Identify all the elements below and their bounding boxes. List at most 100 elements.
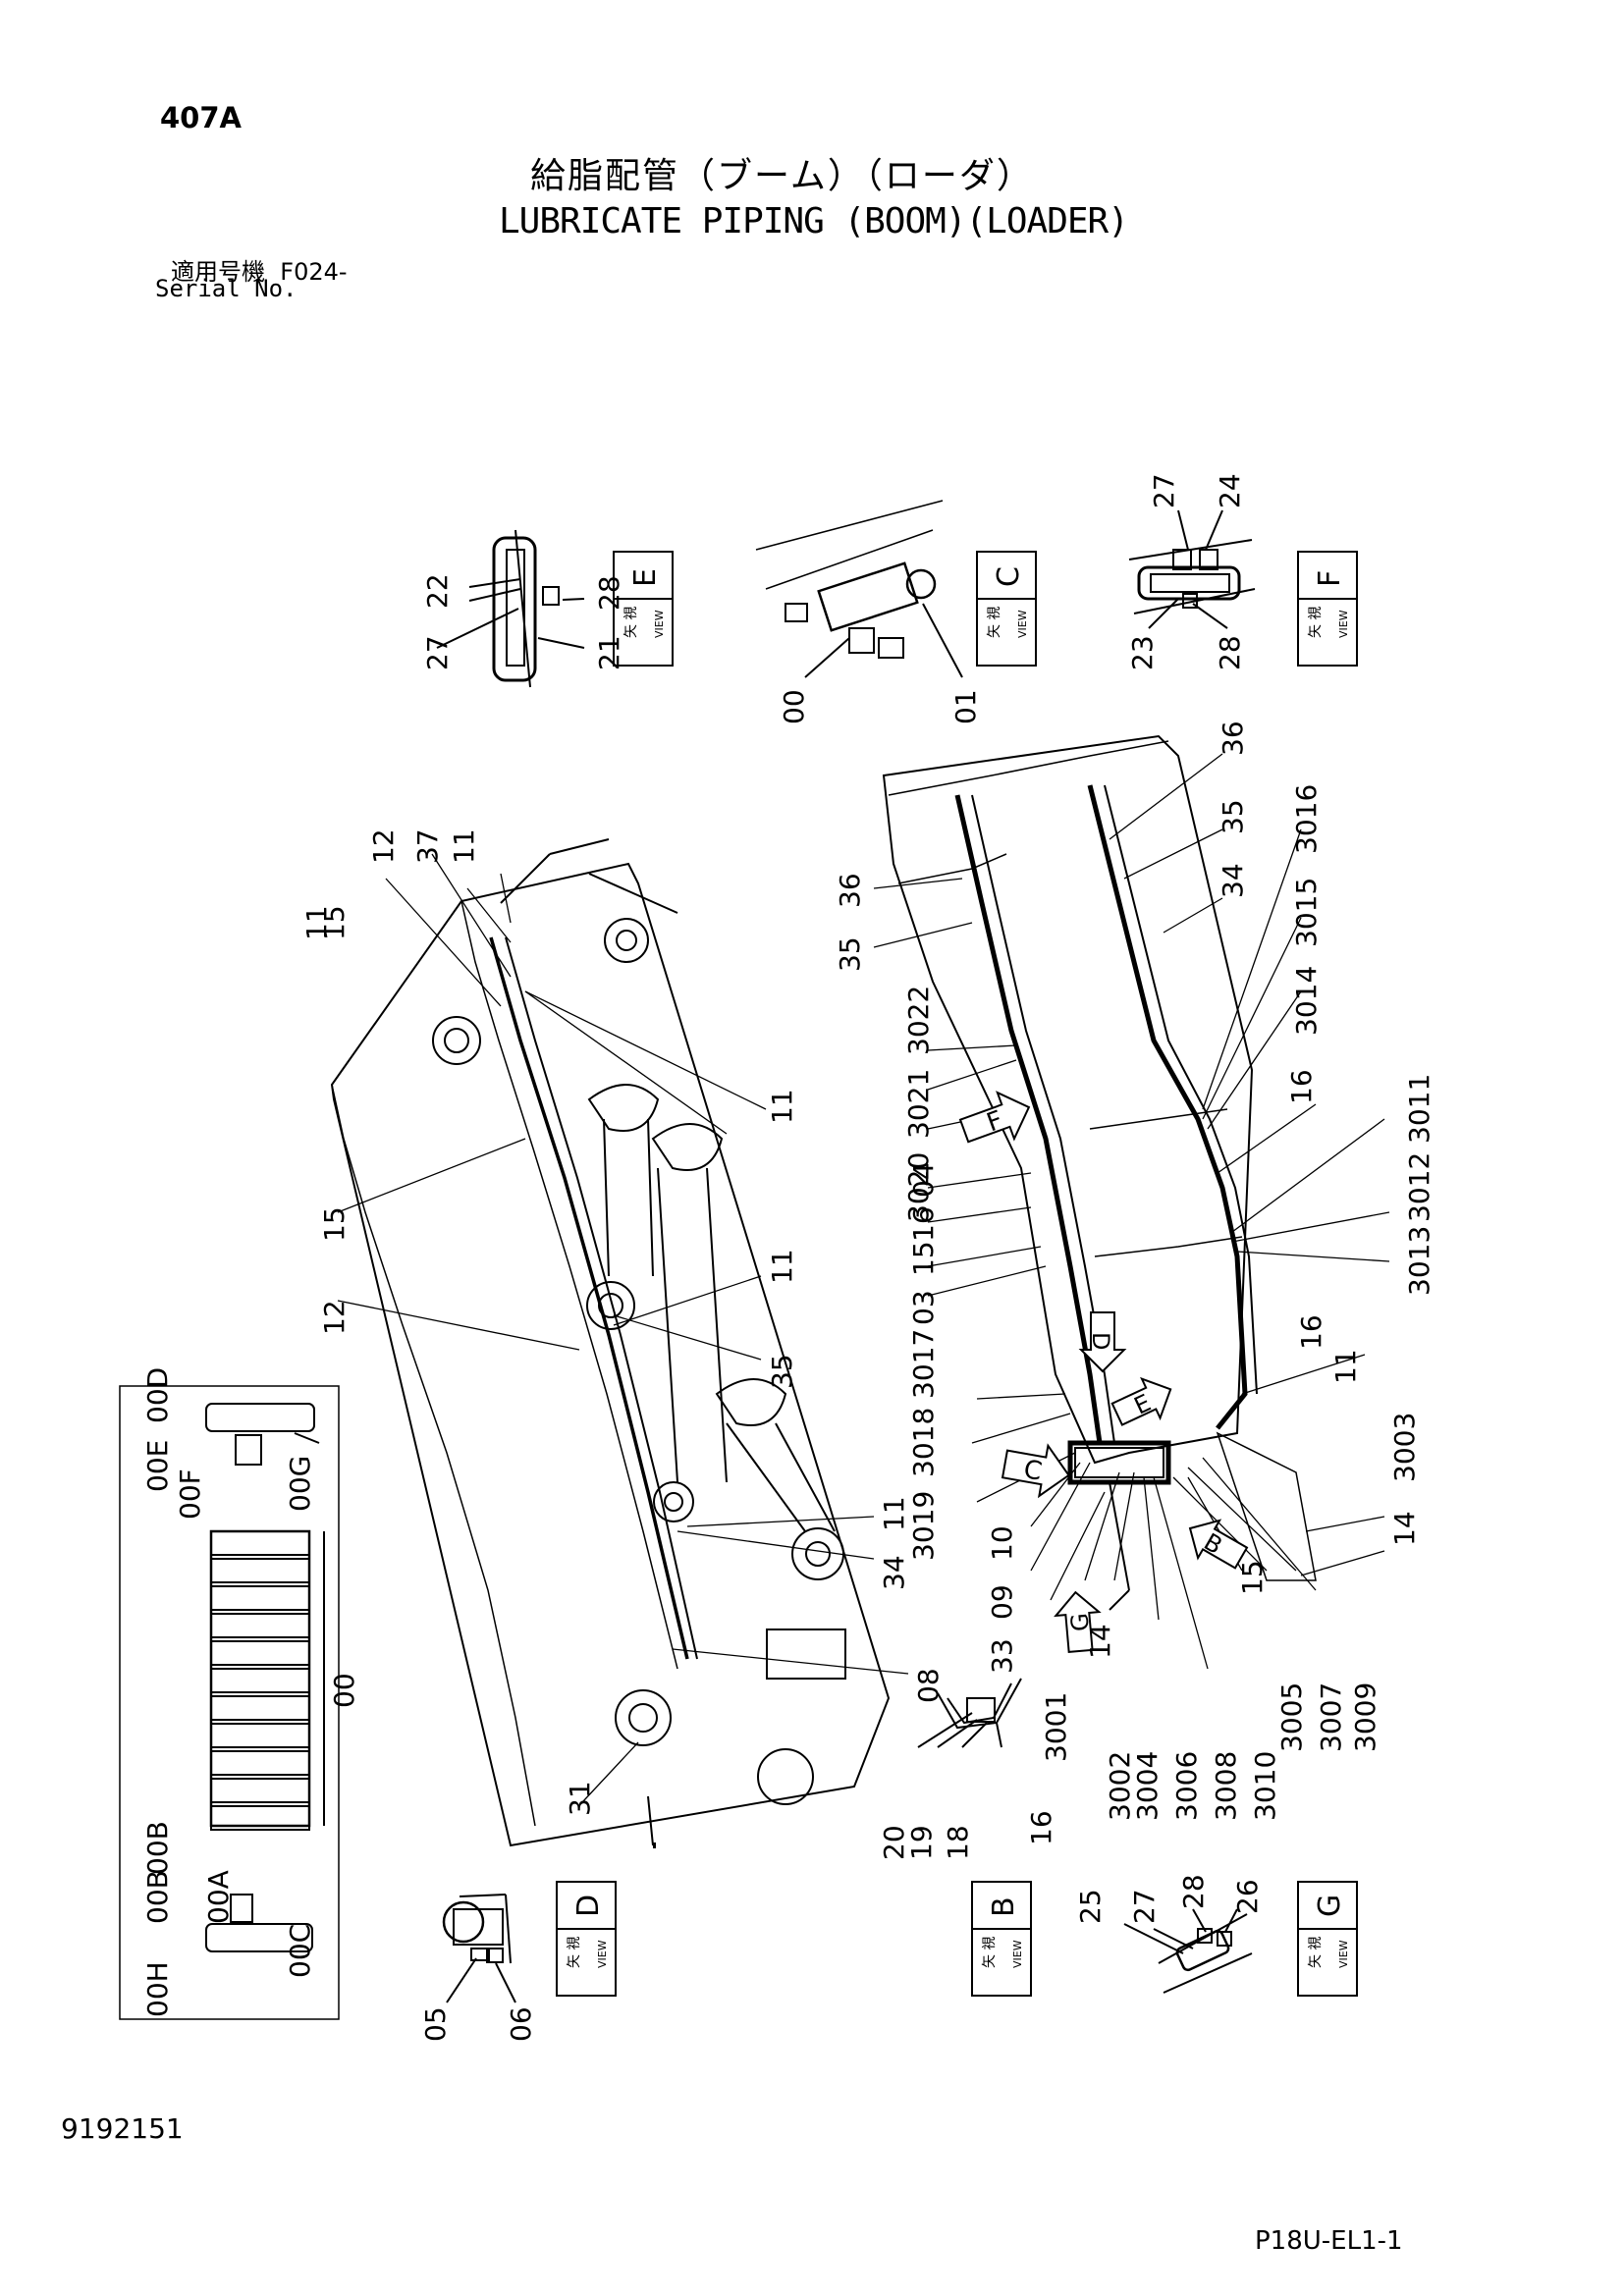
part-label: 28 bbox=[1177, 1874, 1210, 1909]
part-label: 14 bbox=[1084, 1624, 1116, 1659]
view-d-detail bbox=[442, 1894, 516, 2003]
part-label: 35 bbox=[834, 936, 866, 972]
part-label: 3010 bbox=[1249, 1751, 1281, 1821]
serial-label-english: Serial No. bbox=[155, 275, 298, 302]
part-label: 12 bbox=[318, 1300, 351, 1335]
arrow-c-letter: C bbox=[1021, 1455, 1044, 1487]
view-indicator-d: 矢 視 VIEW D bbox=[556, 1881, 617, 1997]
part-label: 15 bbox=[318, 905, 351, 940]
view-e-en: VIEW bbox=[653, 610, 666, 638]
view-e-letter: E bbox=[628, 568, 663, 587]
part-label: 03 bbox=[907, 1290, 940, 1325]
arrow-g-letter: G bbox=[1065, 1612, 1095, 1632]
view-f-en: VIEW bbox=[1337, 610, 1350, 638]
serial-value: F024- bbox=[280, 258, 348, 286]
part-label: 20 bbox=[878, 1825, 910, 1860]
part-label: 3006 bbox=[1170, 1751, 1203, 1821]
part-label: 19 bbox=[905, 1825, 938, 1860]
view-f-jp: 矢 視 bbox=[1308, 607, 1324, 638]
view-g-jp: 矢 視 bbox=[1308, 1937, 1324, 1968]
direction-arrow-f: F bbox=[958, 1091, 1031, 1144]
view-e-detail bbox=[436, 529, 585, 688]
page-title-english: LUBRICATE PIPING (BOOM)(LOADER) bbox=[499, 201, 1129, 241]
part-label: 16 bbox=[1285, 1069, 1318, 1104]
part-label: 3020 bbox=[902, 1152, 935, 1222]
part-label: 00H bbox=[141, 1961, 174, 2017]
part-label: 27 bbox=[421, 635, 454, 670]
view-d-jp: 矢 視 bbox=[567, 1937, 582, 1968]
part-label: 35 bbox=[766, 1354, 798, 1389]
part-label: 34 bbox=[878, 1555, 910, 1590]
direction-arrow-g: G bbox=[1054, 1590, 1102, 1654]
part-label: 00E bbox=[141, 1440, 174, 1492]
part-label: 33 bbox=[986, 1638, 1018, 1674]
part-label: 3005 bbox=[1275, 1682, 1308, 1752]
page-reference: P18U-EL1-1 bbox=[1255, 2226, 1403, 2256]
part-label: 3014 bbox=[1290, 966, 1323, 1036]
distributor-valve-stack bbox=[210, 1530, 310, 1831]
distributor-box bbox=[119, 1385, 340, 2020]
view-d-letter: D bbox=[571, 1895, 606, 1917]
view-e-jp: 矢 視 bbox=[623, 607, 639, 638]
part-label: 00B bbox=[141, 1870, 174, 1924]
part-label: 22 bbox=[421, 573, 454, 609]
part-label: 34 bbox=[1217, 863, 1249, 898]
page-code: 407A bbox=[160, 101, 242, 134]
part-label: 28 bbox=[1214, 635, 1246, 670]
part-label: 11 bbox=[878, 1496, 910, 1531]
part-label: 01 bbox=[949, 689, 982, 724]
part-label: 24 bbox=[1214, 473, 1246, 508]
view-f-letter: F bbox=[1313, 570, 1347, 587]
part-label: 27 bbox=[1148, 473, 1180, 508]
view-g-en: VIEW bbox=[1337, 1940, 1350, 1968]
part-label: 36 bbox=[834, 873, 866, 908]
part-label: 15 bbox=[907, 1241, 940, 1276]
view-d-en: VIEW bbox=[596, 1940, 609, 1968]
part-label: 23 bbox=[1126, 635, 1159, 670]
part-label: 27 bbox=[1128, 1889, 1161, 1924]
part-label: 05 bbox=[419, 2006, 452, 2042]
view-b-en: VIEW bbox=[1011, 1940, 1024, 1968]
part-label: 11 bbox=[766, 1249, 798, 1284]
part-label: 31 bbox=[564, 1781, 596, 1816]
view-c-en: VIEW bbox=[1016, 610, 1029, 638]
part-label: 28 bbox=[593, 575, 625, 611]
part-label: 00 bbox=[778, 689, 810, 724]
part-label: 10 bbox=[986, 1525, 1018, 1561]
boom-left-drawing bbox=[330, 838, 891, 1848]
part-label: 11 bbox=[300, 905, 333, 940]
part-label: 35 bbox=[1217, 799, 1249, 834]
boom-left-leaders bbox=[337, 853, 909, 1802]
part-label: 11 bbox=[766, 1089, 798, 1124]
part-label: 14 bbox=[1388, 1511, 1421, 1546]
view-b-detail bbox=[917, 1678, 1022, 1748]
part-label: 3019 bbox=[907, 1491, 940, 1561]
part-label: 3002 bbox=[1104, 1751, 1136, 1821]
part-label: 3004 bbox=[1131, 1751, 1164, 1821]
view-indicator-c: 矢 視 VIEW C bbox=[976, 551, 1037, 667]
part-label: 3008 bbox=[1210, 1751, 1242, 1821]
part-label: 16 bbox=[1025, 1810, 1057, 1845]
serial-label-japanese: 適用号機 F024- bbox=[171, 252, 348, 287]
part-label: 00D bbox=[141, 1367, 174, 1423]
view-indicator-f: 矢 視 VIEW F bbox=[1297, 551, 1358, 667]
part-label: 3001 bbox=[1040, 1692, 1072, 1762]
part-label: 3016 bbox=[1290, 784, 1323, 854]
part-label: 3012 bbox=[1403, 1152, 1435, 1222]
view-c-letter: C bbox=[992, 566, 1026, 587]
direction-arrow-d: D bbox=[1078, 1311, 1127, 1373]
view-f-detail bbox=[1128, 509, 1256, 629]
part-label: 3022 bbox=[902, 986, 935, 1055]
part-label: 3018 bbox=[907, 1408, 940, 1477]
part-label: 3015 bbox=[1290, 878, 1323, 947]
part-label: 15 bbox=[318, 1206, 351, 1242]
view-c-detail bbox=[755, 500, 963, 678]
part-label: 12 bbox=[367, 828, 400, 864]
page-title-japanese: 給脂配管（ブーム）（ローダ） bbox=[530, 156, 1034, 196]
part-label: 15 bbox=[1236, 1560, 1269, 1595]
part-label: 3003 bbox=[1388, 1413, 1421, 1482]
part-label: 36 bbox=[1217, 721, 1249, 756]
part-label: 3007 bbox=[1315, 1682, 1347, 1752]
part-label: 3017 bbox=[907, 1329, 940, 1399]
